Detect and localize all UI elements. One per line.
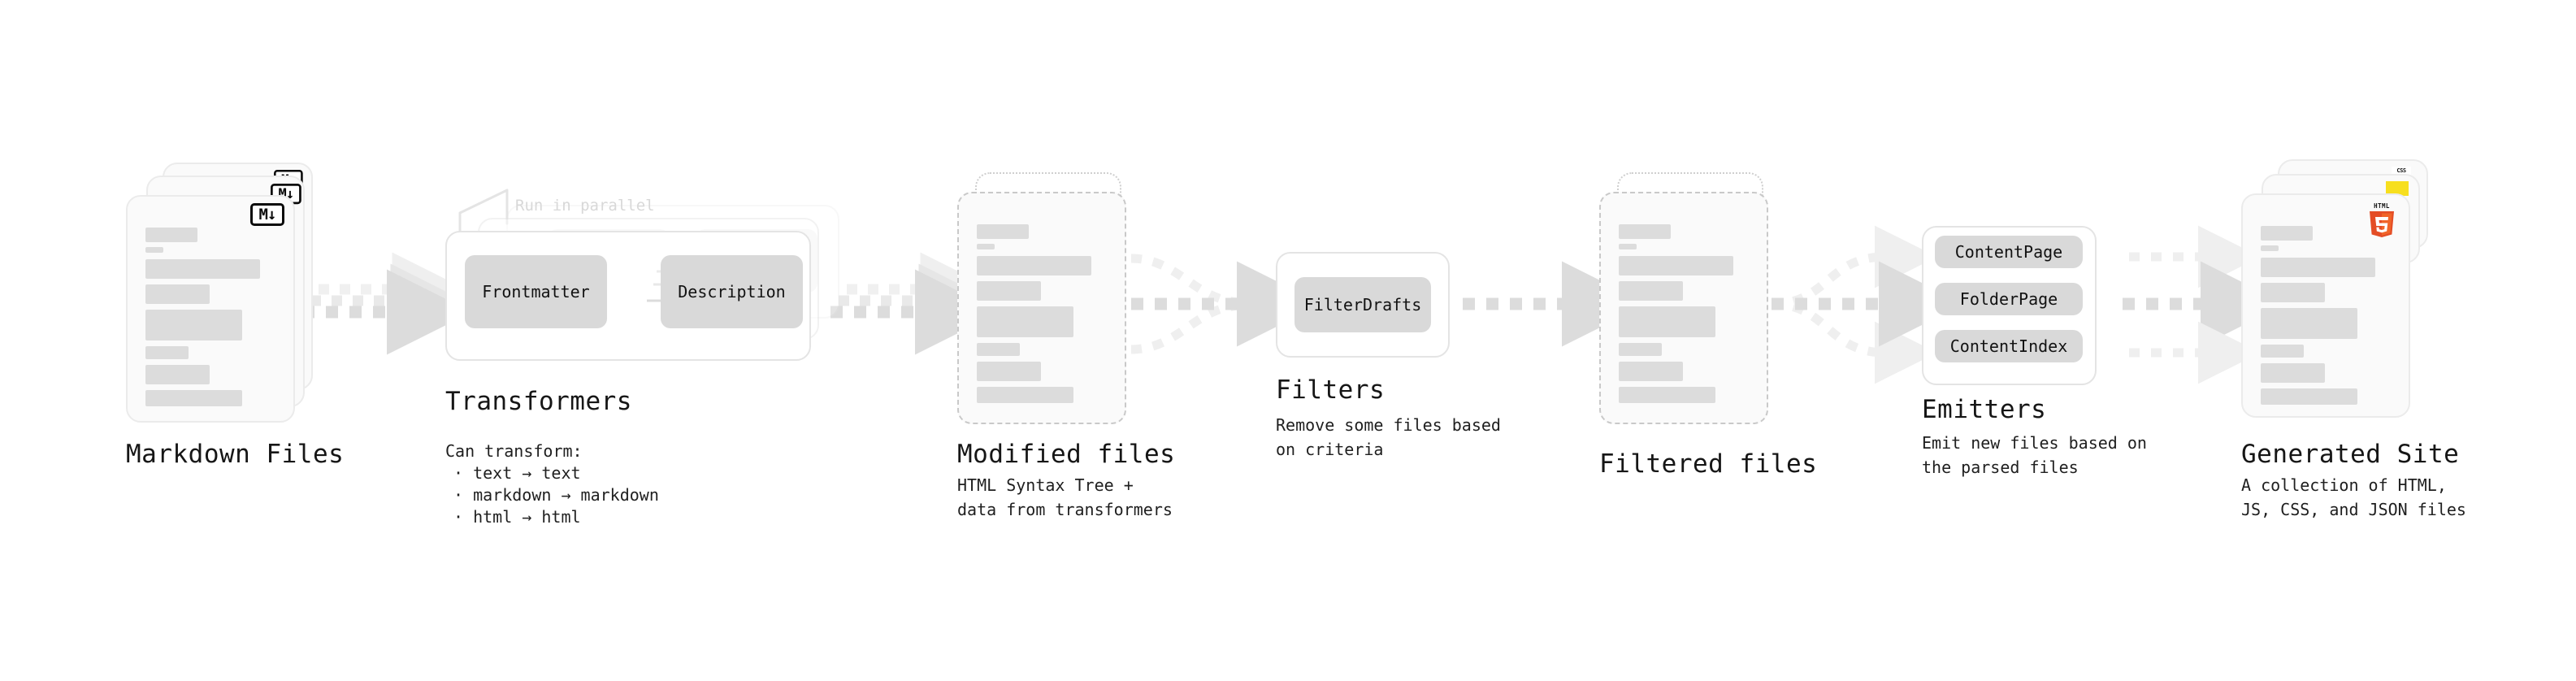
chip-folder-page[interactable]: FolderPage <box>1935 283 2083 315</box>
doc-line <box>2261 363 2325 383</box>
doc-line <box>2261 388 2357 405</box>
doc-line <box>145 310 242 340</box>
doc-line <box>1619 306 1715 337</box>
label-filters: Filters <box>1276 375 1386 405</box>
markdown-badge-front: M↓ <box>250 203 284 226</box>
doc-line <box>977 306 1073 337</box>
markdown-card-front <box>126 195 295 423</box>
desc-transformers-rule-3: · html → html <box>453 507 581 527</box>
doc-line <box>1619 387 1715 403</box>
doc-line <box>1619 224 1671 239</box>
chip-frontmatter[interactable]: Frontmatter <box>465 255 607 328</box>
chip-description[interactable]: Description <box>661 255 803 328</box>
label-modified-files: Modified files <box>957 440 1176 469</box>
doc-line <box>977 362 1041 381</box>
chip-content-page[interactable]: ContentPage <box>1935 236 2083 268</box>
generated-site-stack: CSS HTML <box>2241 159 2444 427</box>
markdown-files-stack: M↓ M↓ M↓ <box>126 163 321 423</box>
doc-line <box>2261 283 2325 302</box>
desc-transformers-rule-1: · text → text <box>453 463 581 483</box>
doc-line <box>145 259 260 279</box>
label-generated-site: Generated Site <box>2241 440 2460 469</box>
doc-line <box>1619 281 1683 301</box>
label-emitters: Emitters <box>1922 395 2047 424</box>
js-badge <box>2386 181 2409 196</box>
desc-transformers-header: Can transform: <box>445 441 583 461</box>
desc-modified-files: HTML Syntax Tree + data from transformer… <box>957 475 1173 519</box>
modified-files-stack <box>957 172 1144 424</box>
doc-line <box>977 343 1020 356</box>
label-markdown-files: Markdown Files <box>126 440 345 469</box>
svg-text:HTML: HTML <box>2374 202 2390 210</box>
doc-line <box>145 365 210 384</box>
doc-line <box>1619 256 1733 275</box>
doc-line <box>2261 258 2375 277</box>
arrow-modified-to-filters <box>1130 254 1322 354</box>
label-filtered-files: Filtered files <box>1599 449 1818 479</box>
desc-filters: Remove some files based on criteria <box>1276 415 1501 459</box>
doc-line <box>977 224 1029 239</box>
chip-content-index[interactable]: ContentIndex <box>1935 330 2083 362</box>
html5-icon: HTML <box>2366 202 2397 237</box>
desc-emitters: Emit new files based on the parsed files <box>1922 433 2147 477</box>
modified-card-front <box>957 192 1126 424</box>
doc-line <box>977 244 995 249</box>
transformers-group: Frontmatter Description <box>445 205 852 361</box>
chip-filter-drafts[interactable]: FilterDrafts <box>1295 277 1431 332</box>
doc-line <box>977 256 1091 275</box>
filtered-card-front <box>1599 192 1768 424</box>
doc-line <box>977 387 1073 403</box>
doc-line <box>2261 245 2279 251</box>
doc-line <box>2261 345 2304 358</box>
doc-line <box>145 390 242 406</box>
desc-generated-site: A collection of HTML, JS, CSS, and JSON … <box>2241 475 2466 519</box>
label-transformers: Transformers <box>445 387 632 416</box>
callout-run-in-parallel: Run in parallel <box>515 197 655 215</box>
doc-line <box>1619 362 1683 381</box>
arrow-filtered-to-emitters <box>1771 225 1964 384</box>
doc-line <box>145 228 197 242</box>
desc-transformers-rule-2: · markdown → markdown <box>453 485 659 505</box>
doc-line <box>2261 308 2357 339</box>
arrow-emitters-to-site <box>2123 225 2286 384</box>
doc-line <box>145 346 189 359</box>
doc-line <box>2261 226 2313 241</box>
doc-line <box>977 281 1041 301</box>
doc-line <box>1619 244 1637 249</box>
filtered-files-stack <box>1599 172 1786 424</box>
doc-line <box>1619 343 1662 356</box>
doc-line <box>145 284 210 304</box>
doc-line <box>145 247 163 253</box>
